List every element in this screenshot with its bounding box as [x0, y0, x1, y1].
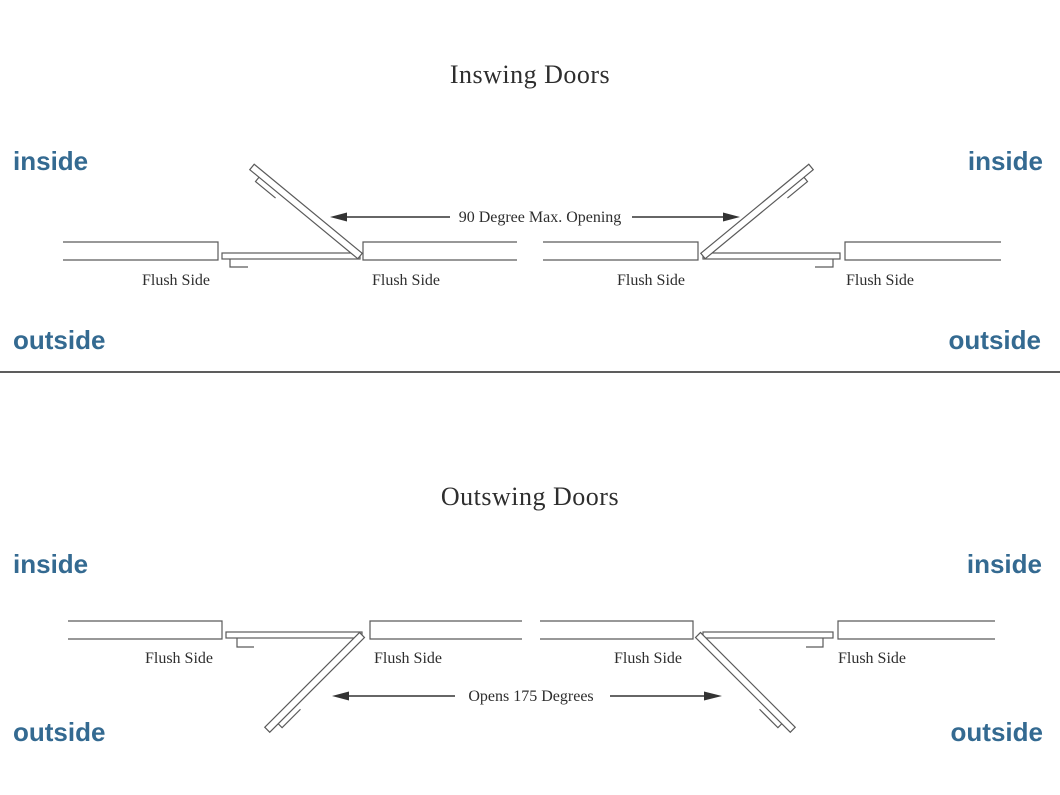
- door-frame-sill: [225, 631, 363, 639]
- wall-segment: [837, 620, 995, 640]
- arrow-head-right: [704, 691, 722, 701]
- door-edge-detail: [277, 708, 301, 729]
- flush-side-label: Flush Side: [145, 650, 213, 667]
- inswing-title: Inswing Doors: [449, 60, 611, 89]
- door-edge-detail: [254, 176, 276, 199]
- wall-segment: [543, 241, 699, 261]
- door-leaf: [694, 631, 797, 734]
- arrow-head-left: [330, 212, 347, 222]
- wall-segment: [369, 620, 522, 640]
- frame-stop-detail: [229, 259, 248, 268]
- frame-stop-detail: [236, 638, 254, 648]
- outswing-drawing: Opens 175 Degrees Flush Side Flush Side …: [68, 620, 995, 734]
- wall-segment: [844, 241, 1001, 261]
- outswing-inside-left-label: inside: [13, 549, 89, 579]
- inswing-inside-right-label: inside: [967, 146, 1043, 176]
- section-divider: [0, 371, 1060, 373]
- flush-side-label: Flush Side: [846, 272, 914, 289]
- flush-side-label: Flush Side: [617, 272, 685, 289]
- door-frame-sill: [702, 252, 841, 260]
- inswing-inside-left-label: inside: [13, 146, 89, 176]
- inswing-outside-left-label: outside: [13, 325, 106, 355]
- door-leaf: [699, 163, 815, 260]
- door-frame-sill: [221, 252, 361, 260]
- wall-segment: [540, 620, 694, 640]
- outswing-title: Outswing Doors: [440, 482, 620, 511]
- outswing-outside-left-label: outside: [13, 717, 106, 747]
- door-panel-open: [694, 631, 797, 734]
- door-edge-detail: [759, 708, 783, 729]
- wall-segment: [63, 241, 219, 261]
- outswing-outside-right-label: outside: [950, 717, 1043, 747]
- wall-segment: [362, 241, 517, 261]
- door-panel-open: [263, 631, 366, 734]
- door-edge-detail: [787, 176, 809, 199]
- opening-arrow-label: 90 Degree Max. Opening: [459, 209, 622, 226]
- door-leaf: [248, 163, 364, 260]
- flush-side-label: Flush Side: [142, 272, 210, 289]
- flush-side-label: Flush Side: [838, 650, 906, 667]
- inswing-drawing: 90 Degree Max. Opening Flush Side Flush …: [63, 163, 1001, 289]
- door-leaf: [263, 631, 366, 734]
- door-panel-open: [699, 163, 815, 260]
- wall-segment: [68, 620, 223, 640]
- arrow-head-right: [723, 212, 740, 222]
- flush-side-label: Flush Side: [372, 272, 440, 289]
- flush-side-label: Flush Side: [614, 650, 682, 667]
- outswing-inside-right-label: inside: [966, 549, 1042, 579]
- door-frame-sill: [702, 631, 834, 639]
- frame-stop-detail: [806, 638, 824, 648]
- flush-side-label: Flush Side: [374, 650, 442, 667]
- opening-arrow-label: Opens 175 Degrees: [468, 688, 593, 705]
- door-panel-open: [248, 163, 364, 260]
- inswing-outside-right-label: outside: [948, 325, 1041, 355]
- arrow-head-left: [332, 691, 349, 701]
- frame-stop-detail: [815, 259, 834, 268]
